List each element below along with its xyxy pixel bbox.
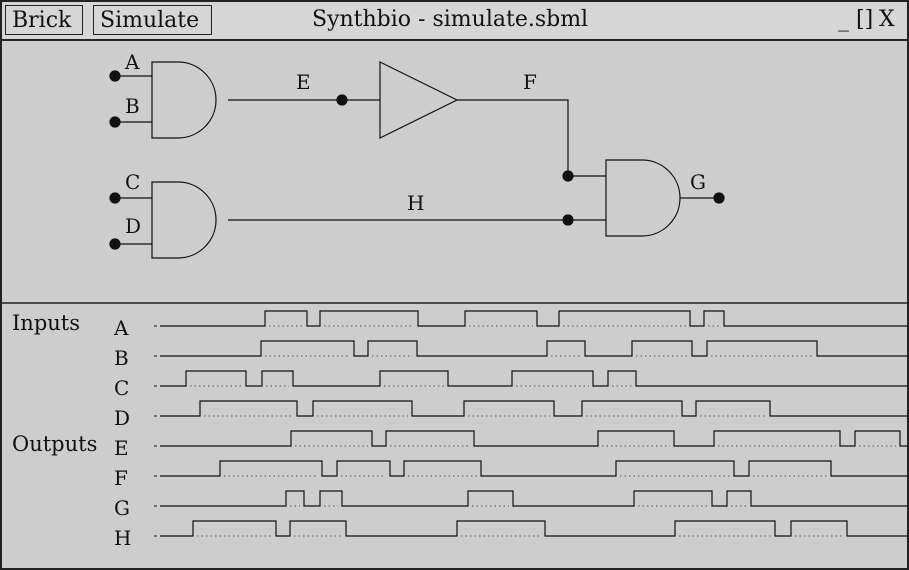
inputs-heading: Inputs [12,311,80,335]
input-terminal-d[interactable] [109,238,121,250]
label-h: H [407,191,424,215]
waveform-f [160,460,907,477]
node-e[interactable] [336,94,348,106]
waveform-e [160,430,907,447]
maximize-button[interactable]: [] [856,7,874,32]
signal-label-d: D [114,406,130,430]
waveform-c [160,370,907,387]
minimize-button[interactable]: _ [838,7,849,32]
waveform-g [160,490,907,507]
signal-label-h: H [114,526,131,550]
brick-menu-button[interactable]: Brick [5,5,83,35]
and-gate-cd[interactable] [151,181,217,259]
label-b: B [125,94,140,118]
buffer-gate[interactable] [379,61,459,139]
signal-label-f: F [114,466,128,490]
input-terminal-c[interactable] [109,192,121,204]
window-title: Synthbio - simulate.sbml [312,7,589,32]
node-f[interactable] [562,170,574,182]
input-terminal-a[interactable] [109,70,121,82]
title-bar: Brick Simulate Synthbio - simulate.sbml … [2,2,907,41]
label-c: C [125,170,140,194]
waveform-a [160,310,907,327]
waveform-h [160,520,907,537]
wire-f [457,99,606,177]
label-f: F [523,70,537,94]
label-e: E [296,70,311,94]
signal-label-g: G [114,496,130,520]
close-button[interactable]: X [879,7,895,32]
outputs-heading: Outputs [12,432,97,456]
signal-label-b: B [114,346,129,370]
input-terminal-b[interactable] [109,116,121,128]
output-terminal-g[interactable] [713,192,725,204]
and-gate-output[interactable] [605,159,681,237]
signal-label-e: E [114,436,129,460]
signal-label-c: C [114,376,129,400]
simulate-menu-button[interactable]: Simulate [93,5,212,35]
circuit-diagram [109,61,725,259]
label-d: D [125,214,141,238]
label-a: A [124,50,140,74]
waveform-d [160,400,907,417]
signal-label-a: A [113,316,129,340]
label-g: G [690,170,706,194]
node-h[interactable] [562,214,574,226]
and-gate-ab[interactable] [151,61,217,139]
waveform-b [160,340,907,357]
